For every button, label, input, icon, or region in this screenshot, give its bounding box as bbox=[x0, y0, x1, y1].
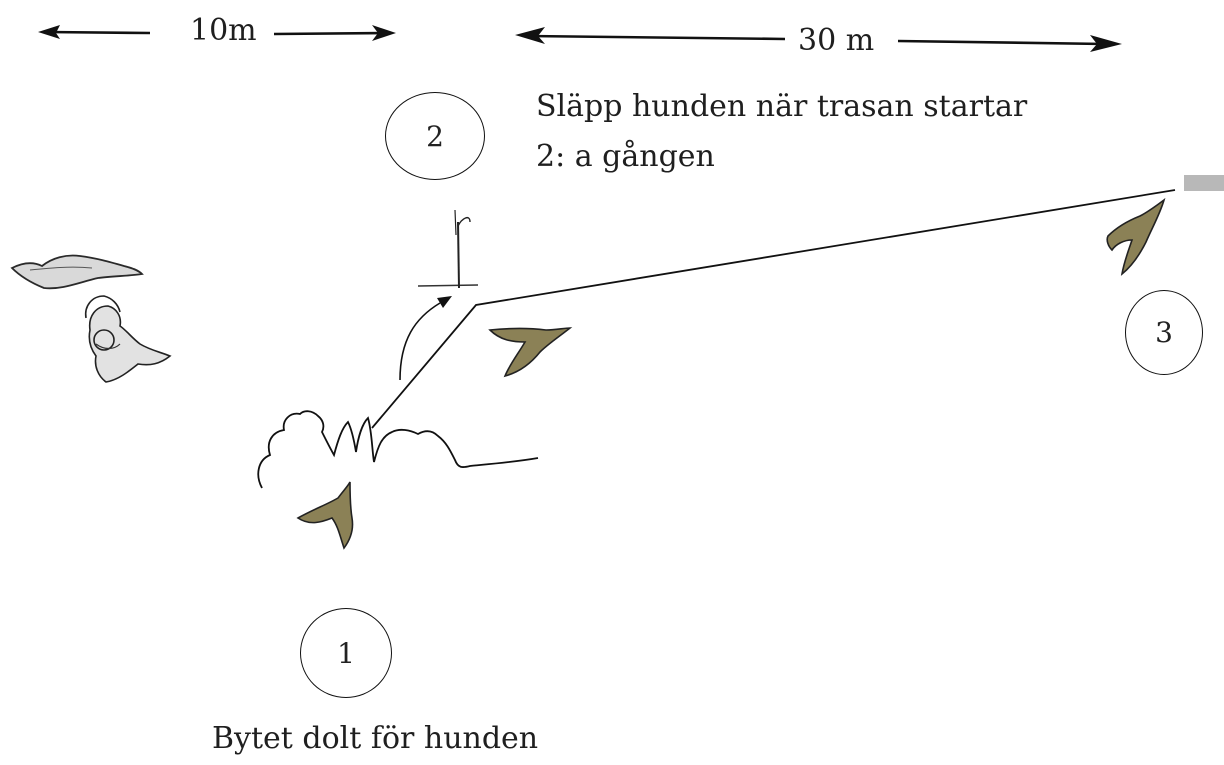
instruction-text-line2: 2: a gången bbox=[536, 139, 715, 174]
scale-arrow-30m bbox=[515, 27, 1122, 52]
marker-number: 1 bbox=[337, 636, 355, 670]
marker-circle-1: 1 bbox=[300, 608, 392, 698]
footprint-icon bbox=[1106, 197, 1166, 276]
marker-circle-3: 3 bbox=[1125, 290, 1203, 375]
scale-arrow-10m bbox=[38, 25, 396, 41]
drag-path-line bbox=[371, 189, 1176, 429]
dog-sketch-icon bbox=[84, 295, 172, 383]
footprint-icon bbox=[296, 481, 354, 550]
post-sketch-icon bbox=[417, 209, 479, 289]
scale-label-10m: 10m bbox=[190, 13, 257, 48]
rag-sketch-icon bbox=[10, 254, 144, 290]
marker-circle-2: 2 bbox=[385, 92, 485, 180]
caption-text: Bytet dolt för hunden bbox=[212, 721, 539, 756]
edge-tab bbox=[1184, 175, 1224, 191]
marker-number: 2 bbox=[426, 119, 444, 153]
instruction-text-line1: Släpp hunden när trasan startar bbox=[536, 89, 1028, 124]
bush-sketch-icon bbox=[257, 410, 539, 489]
dog-release-arrow bbox=[399, 296, 452, 381]
marker-number: 3 bbox=[1155, 316, 1173, 349]
footprint-icon bbox=[488, 327, 573, 378]
scale-label-30m: 30 m bbox=[798, 23, 875, 58]
